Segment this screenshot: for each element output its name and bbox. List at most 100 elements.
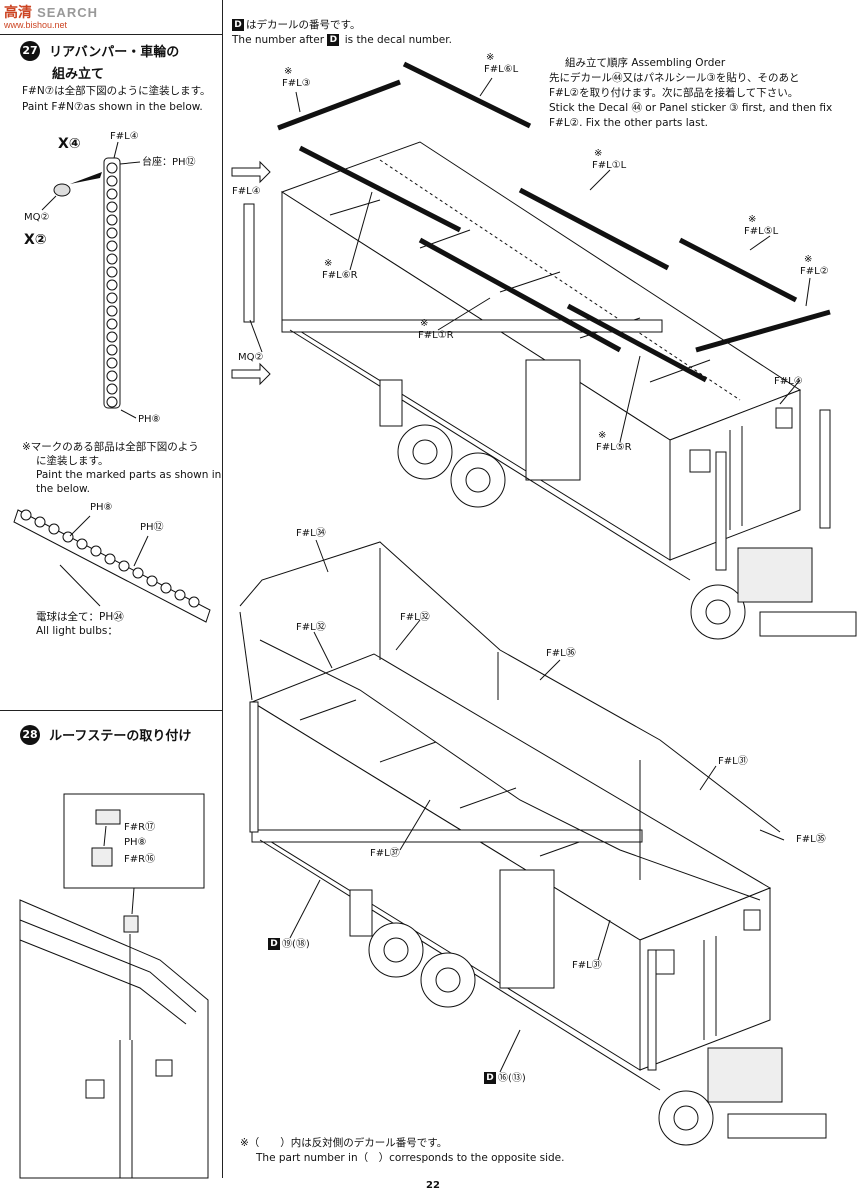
strip-fl4-rear-right — [819, 409, 831, 529]
step27-paint-ja: F#N⑦は全部下図のように塗装します。 — [22, 85, 211, 97]
step28-heading: 28 ルーフステーの取り付け — [20, 724, 191, 745]
marked-bulbs-ja-text: 電球は全て： — [36, 611, 99, 623]
step27-mq2-label: MQ② — [24, 212, 50, 223]
wheel2-rear-2 — [420, 952, 476, 1008]
rail-fl3 — [277, 79, 401, 131]
wheel-front — [690, 584, 746, 640]
label-fl5L: F#L⑤L — [744, 226, 779, 237]
label-fl3: F#L③ — [282, 78, 311, 89]
marked-bulbs-ja: 電球は全て：PH㉔ — [36, 610, 124, 625]
step27-illustration — [13, 141, 211, 623]
label-fl31a: F#L㉛ — [718, 756, 748, 767]
decal-box-right: D — [484, 1072, 496, 1084]
label-fl5R: F#L⑤R — [596, 442, 632, 453]
label-fl6L: F#L⑥L — [484, 64, 519, 75]
roof-stay-parts — [91, 809, 121, 867]
wheel2-rear-1 — [368, 922, 424, 978]
rail-fl6L — [402, 61, 532, 129]
step28-fr17-label: F#R⑰ — [124, 822, 156, 833]
watermark: 高清 SEARCH — [4, 2, 98, 22]
step27-title-line1: リアバンパー・車輪の — [49, 45, 180, 60]
order-title: 組み立て順序 Assembling Order — [565, 57, 726, 69]
marked-bulbs-color: PH㉔ — [99, 611, 124, 623]
label-fl1L: F#L①L — [592, 160, 627, 171]
wheel2-front — [658, 1090, 714, 1146]
marked-ph12-label: PH⑫ — [140, 522, 164, 533]
order-en2: F#L②. Fix the other parts last. — [549, 117, 709, 129]
mark-fl5R: ※ — [598, 430, 607, 441]
decal-box-icon: D — [232, 19, 244, 31]
step28-ph8-label: PH⑧ — [124, 837, 147, 848]
box-rear — [669, 389, 801, 561]
label-fl4-right: F#L④ — [774, 376, 803, 387]
mq2-part — [53, 183, 71, 197]
wheel-rear-1 — [397, 424, 453, 480]
fl4-leader — [113, 141, 119, 159]
strip-left-2 — [249, 701, 259, 833]
label-fl31b: F#L㉛ — [572, 960, 602, 971]
ph8-leader — [120, 409, 137, 419]
bulbs-leader — [59, 564, 101, 607]
step27-qty-b: X② — [24, 232, 47, 248]
order-en1: Stick the Decal ㊹ or Panel sticker ③ fir… — [549, 102, 833, 114]
label-fl32b: F#L㉜ — [400, 612, 430, 623]
decal-note-en-post: is the decal number. — [344, 34, 452, 46]
page-number: 22 — [426, 1180, 440, 1191]
step27-fl4-label: F#L④ — [110, 131, 139, 142]
engine-block-2 — [707, 1047, 783, 1103]
rail-fl1L — [518, 187, 670, 271]
strip-fl4-left — [243, 203, 255, 323]
diagonal-light-strip — [13, 509, 211, 623]
mark-fl5L: ※ — [748, 214, 757, 225]
mark-fl3: ※ — [284, 66, 293, 77]
section-divider-middle — [0, 710, 222, 711]
footnote-en: The part number in（ ）corresponds to the … — [256, 1152, 565, 1164]
detail-pointer — [131, 887, 135, 915]
order-ja2: F#L②を取り付けます。次に部品を接着して下さい。 — [549, 87, 799, 99]
roof-stay-installed — [123, 915, 139, 933]
step27-heading: 27 リアバンパー・車輪の — [20, 40, 179, 61]
ph8-detail-leader — [69, 515, 91, 537]
step27-qty-a: X④ — [58, 136, 81, 152]
decal-left-number: ⑲(⑱) — [282, 939, 310, 950]
detail-arrow — [103, 825, 107, 847]
watermark-brand: 高清 — [4, 4, 32, 20]
marked-note-ja2: に塗装します。 — [36, 455, 109, 467]
label-fl6R: F#L⑥R — [322, 270, 358, 281]
label-mq2: MQ② — [238, 352, 264, 363]
arrow-to-strip — [70, 172, 102, 184]
step28-number: 28 — [20, 724, 40, 745]
side-door-2 — [499, 869, 555, 989]
decal-box-left: D — [268, 938, 280, 950]
mark-fl2: ※ — [804, 254, 813, 265]
watermark-text: SEARCH — [37, 5, 98, 20]
rail-fl1R — [418, 237, 622, 353]
mark-fl6L: ※ — [486, 52, 495, 63]
marked-note-en1: Paint the marked parts as shown in — [36, 469, 222, 481]
step27-base-label: 台座：PH⑫ — [142, 157, 196, 169]
marked-note-en2: the below. — [36, 483, 90, 495]
watermark-site: www.bishou.net — [4, 20, 68, 30]
strip-rear-2 — [647, 949, 657, 1071]
section-divider-top — [0, 34, 222, 35]
box2-rear — [639, 887, 771, 1071]
detail-box — [63, 793, 205, 889]
label-fl36: F#L㊱ — [546, 648, 576, 659]
wheel-rear-2 — [450, 452, 506, 508]
mark-fl6R: ※ — [324, 258, 333, 269]
marked-note-ja1: ※マークのある部品は全部下図のよう — [22, 441, 199, 453]
ph12-detail-leader — [133, 535, 149, 567]
label-fl37: F#L㊲ — [370, 848, 400, 859]
decal-box-icon-2: D — [327, 34, 340, 46]
frame-top — [239, 541, 781, 833]
engine-block — [737, 547, 813, 603]
vertical-light-strip — [103, 157, 121, 409]
step27-ph8-label: PH⑧ — [138, 414, 161, 425]
step28-illustration — [19, 793, 209, 1179]
step28-fr16-label: F#R⑯ — [124, 854, 156, 865]
